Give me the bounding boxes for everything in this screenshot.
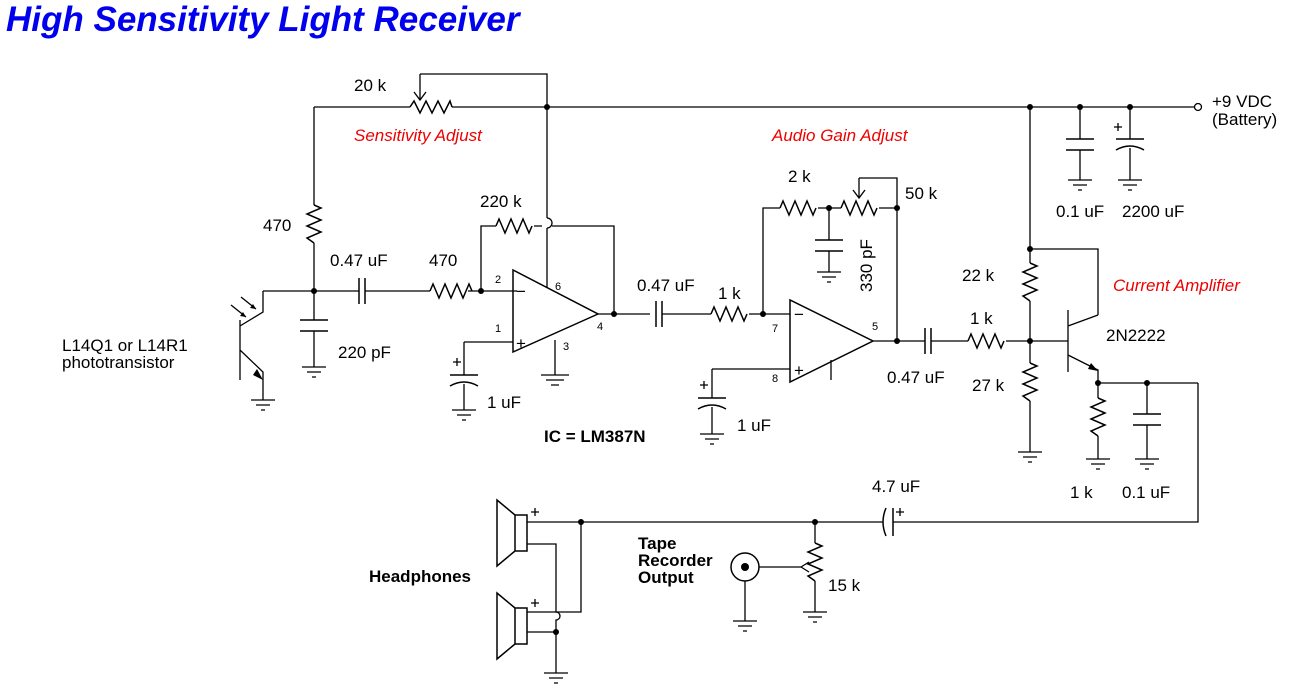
capacitor-1uf-b — [697, 381, 727, 445]
pin-5: 5 — [872, 321, 878, 333]
label-470-top: 470 — [263, 216, 291, 235]
current-amplifier — [1018, 107, 1198, 470]
label-470-input: 470 — [429, 251, 457, 270]
phototransistor — [230, 288, 359, 411]
label-supply-voltage: +9 VDC — [1212, 92, 1272, 111]
label-0.1uf-supply: 0.1 uF — [1056, 202, 1104, 221]
capacitor-1uf-a — [449, 358, 479, 421]
label-0.47uf-mid: 0.47 uF — [637, 276, 695, 295]
note-audio-gain-adjust: Audio Gain Adjust — [771, 126, 909, 145]
resistor-220k-feedback — [480, 217, 615, 314]
label-ic-lm387n: IC = LM387N — [544, 427, 646, 446]
label-output: Output — [638, 568, 694, 587]
opamp-1-plus: + — [516, 334, 526, 353]
label-22k: 22 k — [962, 266, 995, 285]
label-2n2222: 2N2222 — [1106, 326, 1166, 345]
capacitor-047uf-input — [358, 278, 430, 304]
note-sensitivity-adjust: Sensitivity Adjust — [354, 126, 483, 145]
resistor-470-input — [429, 282, 517, 300]
pin-7: 7 — [772, 323, 778, 335]
pin-2: 2 — [495, 274, 501, 286]
opamp-2-minus: − — [794, 305, 804, 324]
label-2200uf: 2200 uF — [1122, 202, 1184, 221]
pin-3: 3 — [563, 341, 569, 353]
capacitor-047uf-output — [924, 328, 968, 354]
label-recorder: Recorder — [638, 551, 713, 570]
label-220k: 220 k — [480, 192, 522, 211]
label-1k-emitter: 1 k — [1070, 483, 1093, 502]
diagram-title: High Sensitivity Light Receiver — [6, 0, 520, 39]
gain-network — [762, 177, 900, 341]
pin-8: 8 — [772, 373, 778, 385]
label-1uf-a: 1 uF — [487, 393, 521, 412]
label-0.47uf-input: 0.47 uF — [330, 251, 388, 270]
pin-1: 1 — [495, 323, 501, 335]
label-tape: Tape — [638, 534, 676, 553]
pin-6: 6 — [555, 281, 561, 293]
resistor-470-top — [305, 107, 323, 291]
label-220pf: 220 pF — [338, 343, 391, 362]
opamp-1 — [463, 107, 650, 386]
resistor-1k-a — [710, 305, 790, 323]
supply-capacitors — [1066, 107, 1145, 191]
label-headphones: Headphones — [369, 567, 471, 586]
label-50k: 50 k — [905, 184, 938, 203]
opamp-1-minus: − — [516, 282, 526, 301]
sensitivity-pot — [409, 73, 548, 115]
label-supply-battery: (Battery) — [1212, 110, 1277, 129]
label-330pf: 330 pF — [857, 239, 876, 292]
tape-output — [730, 522, 827, 632]
opamp-2-plus: + — [794, 361, 804, 380]
headphones — [496, 498, 582, 684]
note-current-amplifier: Current Amplifier — [1113, 276, 1241, 295]
label-phototransistor-model: L14Q1 or L14R1 — [62, 336, 188, 355]
label-0.47uf-output: 0.47 uF — [887, 368, 945, 387]
pin-4: 4 — [597, 321, 603, 333]
capacitor-220pf — [300, 291, 328, 378]
label-0.1uf-emitter: 0.1 uF — [1122, 483, 1170, 502]
output-bus — [535, 383, 1199, 537]
capacitor-047uf-mid — [655, 301, 711, 327]
label-15k: 15 k — [828, 576, 861, 595]
resistor-1k-b — [967, 332, 1068, 350]
label-2k: 2 k — [788, 167, 811, 186]
label-20k: 20 k — [354, 76, 387, 95]
label-1k-b: 1 k — [970, 309, 993, 328]
label-4.7uf: 4.7 uF — [872, 477, 920, 496]
label-1k-a: 1 k — [718, 284, 741, 303]
label-1uf-b: 1 uF — [737, 416, 771, 435]
supply-rail — [314, 102, 1203, 112]
label-27k: 27 k — [972, 376, 1005, 395]
label-phototransistor: phototransistor — [62, 353, 175, 372]
